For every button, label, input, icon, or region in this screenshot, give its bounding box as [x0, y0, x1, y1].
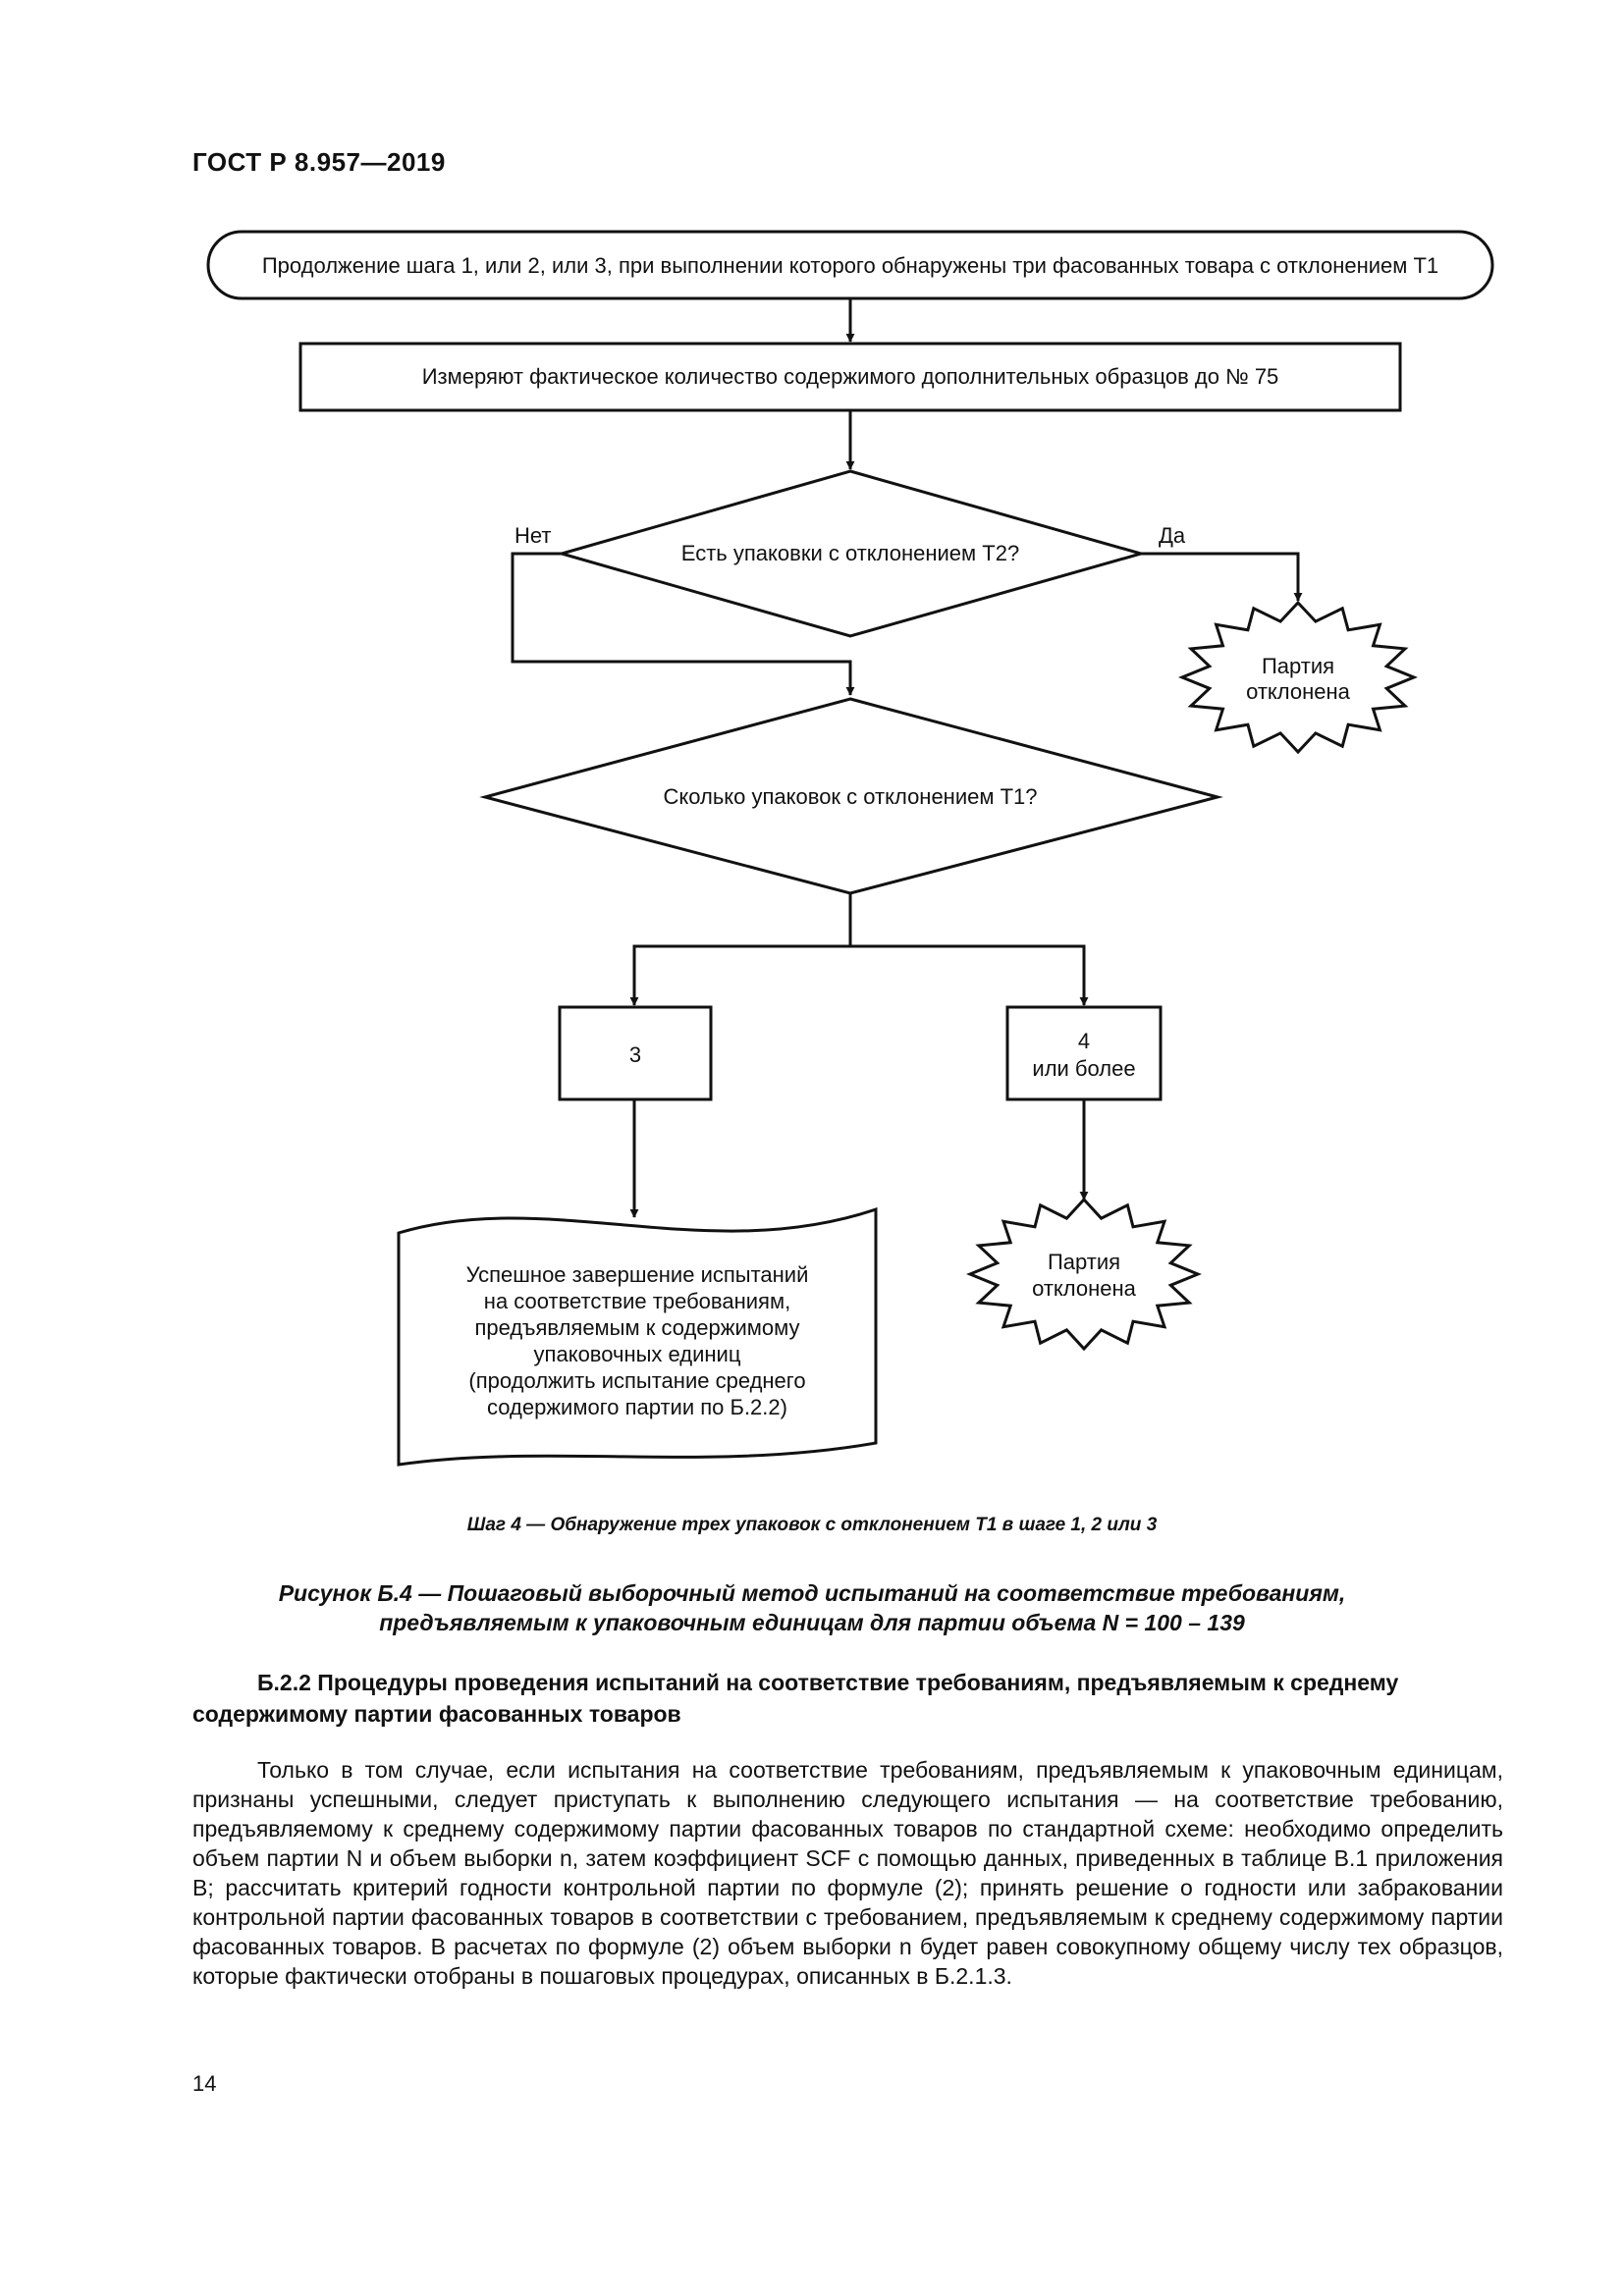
- page-number: 14: [192, 2071, 217, 2096]
- success-line3: предъявляемым к содержимому: [474, 1315, 799, 1340]
- section-heading-line1: Б.2.2 Процедуры проведения испытаний на …: [257, 1670, 1399, 1695]
- box-four-line2: или более: [1032, 1056, 1135, 1081]
- decision2-text: Сколько упаковок с отклонением T1?: [663, 784, 1037, 809]
- rejected1-line2: отклонена: [1246, 679, 1351, 704]
- box-four-line1: 4: [1078, 1029, 1090, 1053]
- arrow-no-branch: [511, 552, 855, 696]
- box-three-text: 3: [629, 1042, 641, 1067]
- figure-caption-line1: Рисунок Б.4 — Пошаговый выборочный метод…: [278, 1580, 1346, 1606]
- step-caption: Шаг 4 — Обнаружение трех упаковок с откл…: [466, 1515, 1158, 1535]
- measure-text: Измеряют фактическое количество содержим…: [422, 364, 1279, 389]
- rejected1-starburst: [1178, 600, 1418, 755]
- section-heading: Б.2.2 Процедуры проведения испытаний на …: [192, 1667, 1503, 1730]
- decision1-text: Есть упаковки с отклонением T2?: [681, 541, 1019, 565]
- flowchart: Продолжение шага 1, или 2, или 3, при вы…: [206, 230, 1494, 1467]
- body-paragraph: Только в том случае, если испытания на с…: [192, 1757, 1503, 1989]
- rejected2-line1: Партия: [1048, 1250, 1120, 1274]
- figure-caption-line2: предъявляемым к упаковочным единицам для…: [379, 1610, 1245, 1635]
- success-line4: упаковочных единиц: [534, 1342, 741, 1366]
- decision1-diamond: [556, 469, 1147, 638]
- figure-caption: Рисунок Б.4 — Пошаговый выборочный метод…: [192, 1578, 1432, 1637]
- section-heading-line2: содержимому партии фасованных товаров: [192, 1701, 681, 1727]
- success-line1: Успешное завершение испытаний: [466, 1262, 809, 1287]
- success-line2: на соответствие требованиям,: [484, 1289, 790, 1313]
- rejected2-starburst: [966, 1197, 1202, 1352]
- arrow-to-box-three: [629, 944, 850, 1006]
- document-header: ГОСТ Р 8.957—2019: [192, 147, 446, 177]
- arrow-to-box-four: [850, 944, 1089, 1006]
- arrow-yes-branch: [1141, 552, 1303, 602]
- rejected2-line2: отклонена: [1032, 1276, 1137, 1301]
- yes-label: Да: [1159, 523, 1186, 548]
- success-document: [397, 1206, 878, 1467]
- success-line6: содержимого партии по Б.2.2): [487, 1395, 787, 1419]
- box-four: [1005, 1005, 1163, 1101]
- start-text: Продолжение шага 1, или 2, или 3, при вы…: [262, 253, 1438, 278]
- no-label: Нет: [514, 523, 551, 548]
- rejected1-line1: Партия: [1262, 654, 1334, 678]
- success-line5: (продолжить испытание среднего: [468, 1368, 805, 1393]
